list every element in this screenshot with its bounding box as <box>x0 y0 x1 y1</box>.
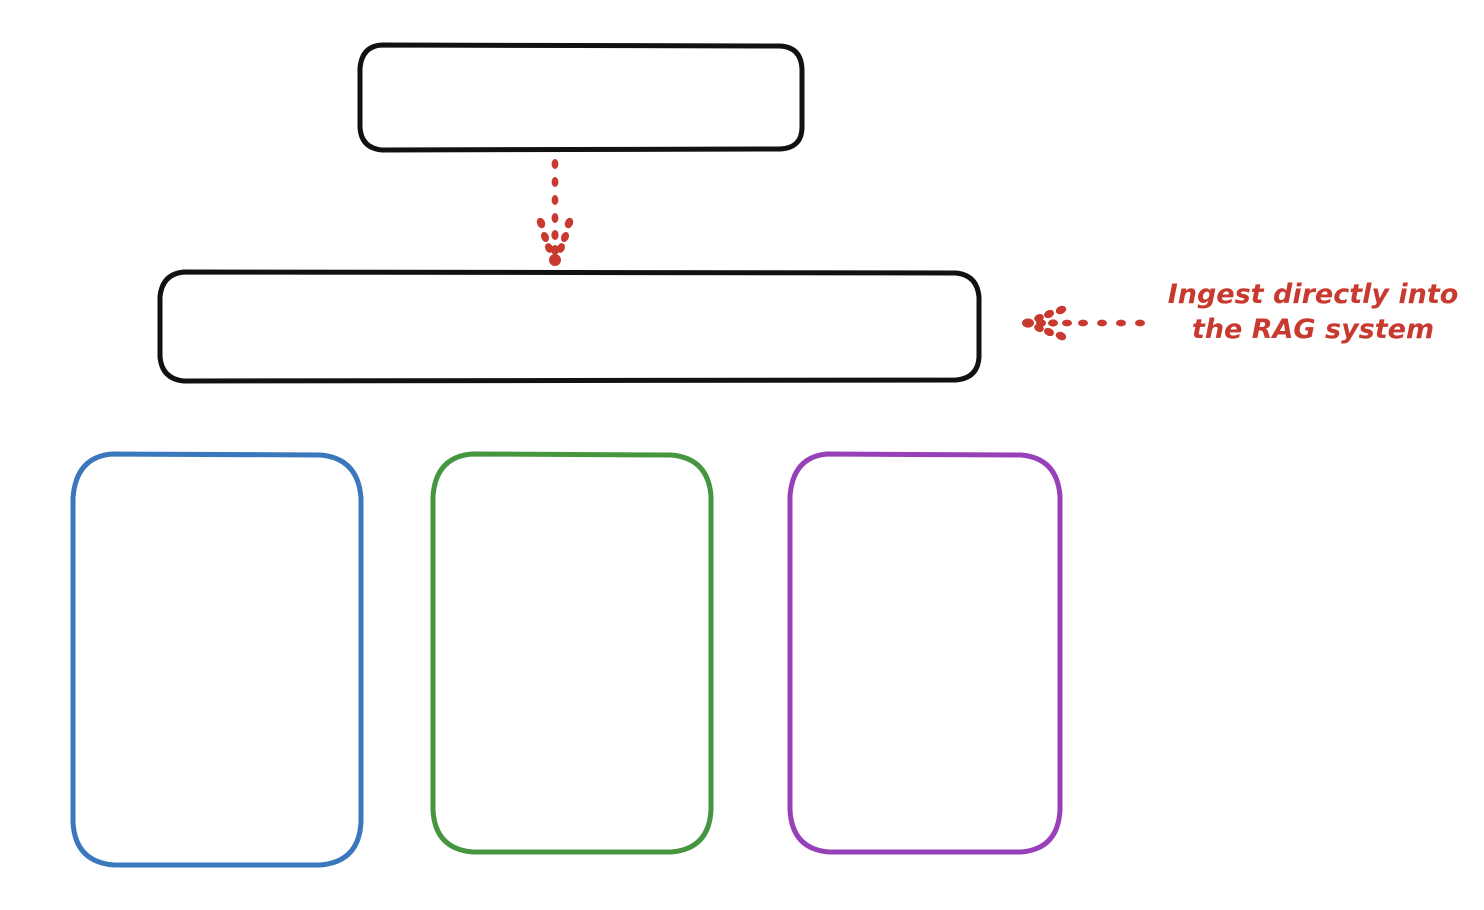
agent-label: AGENT <box>519 79 643 115</box>
key-value-io-index-label: KeyValueIndex <box>476 703 668 734</box>
node-rag-tool[interactable]: RAG Tool <box>156 269 983 384</box>
relational-io-api-label: RelationalIO (insert_sql, query_sql) <box>846 572 1004 665</box>
connector-ingest-to-rag-tool-icon <box>1022 305 1145 341</box>
node-vector-io[interactable]: VectorIO (insert_chunks, delete_chunks, … <box>68 450 366 870</box>
vector-io-api-label: VectorIO (insert_chunks, delete_chunks, … <box>118 563 316 688</box>
relational-io-index-label: SQLTable <box>867 703 983 734</box>
node-relational-io[interactable]: RelationalIO (insert_sql, query_sql) SQL… <box>785 450 1065 856</box>
rag-tool-label: RAG Tool <box>506 309 633 344</box>
annotation-ingest-label: Ingest directly into the RAG system <box>1167 279 1459 346</box>
connector-agent-to-rag-tool-icon <box>536 159 574 266</box>
vector-io-index-label: VectorIndex <box>139 726 295 757</box>
node-agent[interactable]: AGENT <box>356 42 806 153</box>
key-value-io-api-label: KeyValueIO (set_key, delete_key, get) <box>467 572 677 665</box>
node-key-value-io[interactable]: KeyValueIO (set_key, delete_key, get) Ke… <box>428 450 716 856</box>
